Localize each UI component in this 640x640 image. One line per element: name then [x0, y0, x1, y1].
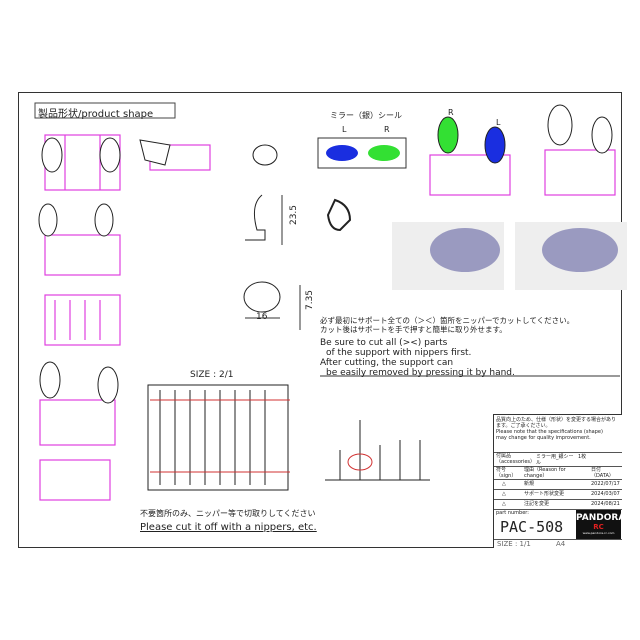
- instruction-en-3: After cutting, the support can: [320, 358, 454, 368]
- seal-l-label: L: [342, 125, 347, 134]
- product-shape-label: 製品形状/product shape: [38, 109, 154, 120]
- title-block: 品質向上のため、仕様（形状）を変更する場合があります。ご了承ください。 Plea…: [493, 414, 625, 548]
- seal-right: [368, 145, 400, 161]
- assembly-l-label: L: [496, 118, 501, 127]
- dim-height: 23.5: [289, 204, 300, 226]
- scale-label: SIZE : 2/1: [190, 370, 234, 380]
- reason-header: 理由（Reason for change）: [524, 467, 566, 479]
- 3d-renders: [392, 222, 627, 290]
- dim-width: 16: [256, 312, 268, 322]
- product-shape-label-box: [34, 102, 176, 119]
- instruction-en-4: be easily removed by pressing it by hand…: [326, 368, 515, 378]
- seal-left: [326, 145, 358, 161]
- part-number-label: part number:: [496, 510, 529, 516]
- notice-jp: 品質向上のため、仕様（形状）を変更する場合があります。ご了承ください。: [496, 417, 617, 429]
- mirror-outlines: [38, 104, 613, 404]
- notice-en-1: Please note that the specifications (sha…: [496, 429, 603, 435]
- date-header: 日付（DATA）: [591, 467, 614, 479]
- support-diagram: [147, 384, 430, 491]
- drawing-frame: [18, 92, 622, 548]
- accessory-item: ミラー用_銀シール: [536, 454, 574, 466]
- cut-markers: [150, 399, 373, 473]
- assembly-r-label: R: [448, 108, 454, 117]
- sign-header: 符号（sign）: [496, 467, 517, 479]
- sprue-parts: [39, 134, 616, 501]
- mirror-green: [437, 116, 459, 154]
- instruction-en-2: of the support with nippers first.: [326, 348, 472, 358]
- pandora-logo: PANDORA RC www.pandora-rc.com: [576, 510, 625, 539]
- mirror-blue: [484, 126, 506, 164]
- dimension-lines: [245, 195, 301, 330]
- instructions: 必ず最初にサポート全ての（＞＜）箇所をニッパーでカットしてください。 カット後は…: [320, 316, 574, 378]
- mirror-seal-label: ミラー（銀）シール: [330, 111, 402, 120]
- dim-depth: 7.35: [305, 289, 316, 311]
- paper-size: A4: [556, 540, 566, 548]
- cut-note-jp: 不要箇所のみ、ニッパー等で切取りしてください: [140, 509, 316, 518]
- instruction-jp-2: カット後はサポートを手で押すと簡単に取り外せます。: [320, 325, 507, 334]
- accessories-label: 付属品（accessories）: [496, 453, 536, 465]
- instruction-jp-1: 必ず最初にサポート全ての（＞＜）箇所をニッパーでカットしてください。: [320, 316, 575, 325]
- seal-r-label: R: [384, 125, 390, 134]
- cut-note-en: Please cut it off with a nippers, etc.: [140, 522, 317, 533]
- part-number: PAC-508: [500, 518, 564, 536]
- accessory-qty: 1枚: [578, 454, 587, 460]
- size-label: SIZE : 1/1: [497, 540, 531, 548]
- instruction-en-1: Be sure to cut all (><) parts: [320, 338, 448, 348]
- notice-en-2: may change for quality improvement.: [496, 435, 591, 441]
